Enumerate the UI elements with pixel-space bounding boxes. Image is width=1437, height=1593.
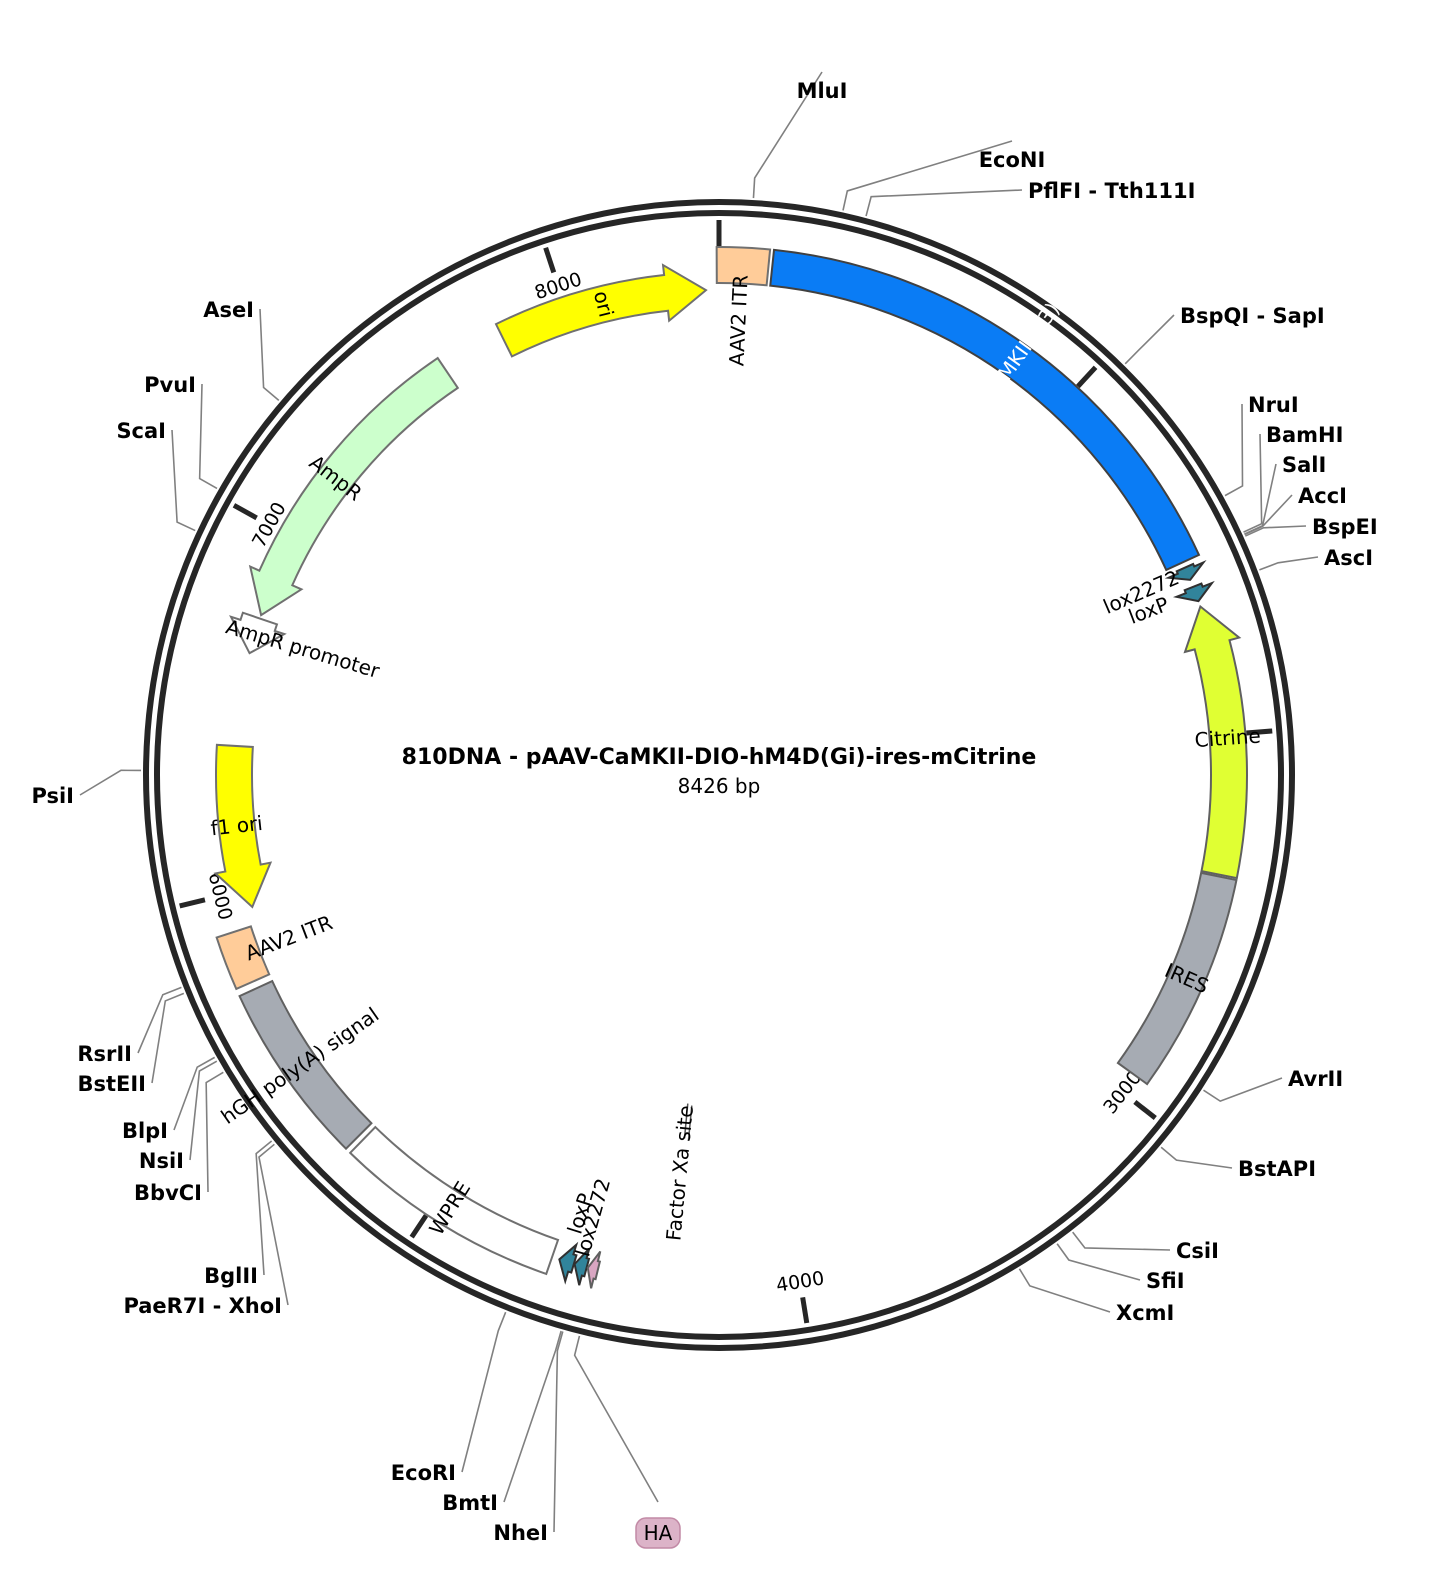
site-label-mlui[interactable]: MluI	[797, 79, 848, 103]
tick-mark	[409, 1214, 429, 1239]
site-leader-nrui	[1224, 403, 1244, 497]
feature-lox2272[interactable]	[573, 1247, 591, 1286]
feature-hgh-poly-a-signal[interactable]	[238, 979, 373, 1151]
site-leader-asci	[1259, 556, 1319, 571]
feature-loxp[interactable]	[558, 1241, 579, 1285]
site-label-bmti[interactable]: BmtI	[442, 1491, 498, 1515]
site-leader-econi	[842, 140, 1013, 211]
site-leader-acci	[1244, 494, 1293, 536]
site-leader-nhei	[553, 1331, 564, 1533]
feature-ampr[interactable]	[248, 356, 460, 617]
site-leader-bglii	[255, 1140, 273, 1276]
site-label-csii[interactable]: CsiI	[1176, 1239, 1219, 1263]
site-leader-bmti	[503, 1330, 562, 1503]
ha-tag-label: HA	[644, 1521, 673, 1545]
site-label-nrui[interactable]: NruI	[1248, 393, 1299, 417]
factor-xa-mark	[683, 1103, 689, 1139]
site-label-bspei[interactable]: BspEI	[1312, 515, 1378, 539]
feature-ha[interactable]	[586, 1250, 602, 1289]
plasmid-length: 8426 bp	[678, 774, 761, 798]
features	[213, 246, 1248, 1289]
feature-label: AAV2 ITR	[242, 910, 336, 965]
backbone-ring	[143, 199, 1295, 1351]
ha-tag-badge[interactable]	[635, 1517, 681, 1549]
site-leader-bamhi	[1243, 433, 1263, 533]
site-label-asei[interactable]: AseI	[203, 298, 254, 322]
tick-mark	[543, 246, 557, 274]
site-leader-rsrii	[137, 986, 182, 1054]
plasmid-title: 810DNA - pAAV-CaMKII-DIO-hM4D(Gi)-ires-m…	[402, 745, 1037, 770]
site-leader-psii	[79, 769, 142, 796]
site-leader-scai	[171, 429, 196, 532]
site-leader-bbvci	[205, 1071, 224, 1193]
site-label-blpi[interactable]: BlpI	[122, 1119, 168, 1143]
factor-xa-mark	[687, 1105, 693, 1141]
site-label-psii[interactable]: PsiI	[31, 784, 74, 808]
site-label-bglii[interactable]: BglII	[204, 1264, 258, 1288]
tick-marks: 10002000300040005000600070008000	[179, 220, 1273, 1324]
tick-mark	[1076, 365, 1098, 389]
factor-xa-label: Factor Xa site	[661, 1104, 698, 1242]
site-leader-mlui	[752, 71, 823, 199]
tick-mark	[1246, 728, 1273, 736]
feature-aav2-itr[interactable]	[215, 925, 271, 991]
site-leader-asei	[259, 308, 280, 402]
site-leader-bstapi	[1160, 1146, 1233, 1169]
feature-citrine[interactable]	[1183, 604, 1248, 880]
site-leader-pflfi-tth111i	[865, 189, 1023, 217]
site-label-nsii[interactable]: NsiI	[139, 1149, 184, 1173]
tick-mark	[800, 1296, 810, 1324]
site-label-ecori[interactable]: EcoRI	[391, 1461, 456, 1485]
site-leader-blpi	[173, 1056, 216, 1131]
feature-ires[interactable]	[1116, 871, 1238, 1086]
site-label-rsrii[interactable]: RsrII	[77, 1042, 132, 1066]
feature-aav2-itr[interactable]	[715, 246, 772, 287]
site-label-pflfi-tth111i[interactable]: PflFI - Tth111I	[1028, 179, 1195, 203]
feature-label: f1 ori	[209, 811, 263, 840]
tick-mark	[1133, 1099, 1157, 1120]
feature-lox2272[interactable]	[1164, 559, 1207, 581]
feature-loxp[interactable]	[1172, 580, 1215, 603]
site-leader-pvui	[198, 383, 218, 490]
feature-label: AAV2 ITR	[724, 274, 752, 367]
site-leader-nsii	[189, 1060, 218, 1161]
feature-ori[interactable]	[494, 263, 708, 358]
site-leader-xcmi	[1018, 1268, 1111, 1313]
site-label-bamhi[interactable]: BamHI	[1266, 423, 1343, 447]
tick-label: 4000	[775, 1267, 826, 1296]
site-leader-avrii	[1203, 1077, 1283, 1103]
site-label-paer7i-xhoi[interactable]: PaeR7I - XhoI	[123, 1294, 282, 1318]
site-label-acci[interactable]: AccI	[1298, 484, 1347, 508]
site-leader-ecori	[461, 1311, 507, 1473]
site-label-sfii[interactable]: SfiI	[1146, 1269, 1185, 1293]
site-label-avrii[interactable]: AvrII	[1288, 1067, 1343, 1091]
tick-mark	[232, 503, 258, 521]
site-label-econi[interactable]: EcoNI	[979, 148, 1046, 172]
feature-f1-ori[interactable]	[213, 743, 273, 909]
site-leader-bspei	[1244, 525, 1307, 537]
site-label-bsteii[interactable]: BstEII	[77, 1072, 146, 1096]
feature-a-camkii-1-3[interactable]	[769, 248, 1201, 572]
site-label-sali[interactable]: SalI	[1282, 453, 1326, 477]
site-label-nhei[interactable]: NheI	[493, 1521, 548, 1545]
site-label-bspqi-sapi[interactable]: BspQI - SapI	[1180, 304, 1325, 328]
restriction-sites: MluI EcoNI PflFI - Tth111I BspQI - SapI NruI…	[31, 71, 1378, 1549]
site-leader-ha	[573, 1335, 659, 1503]
tick-mark	[179, 897, 206, 909]
site-label-bstapi[interactable]: BstAPI	[1238, 1157, 1316, 1181]
feature-ampr-promoter[interactable]	[229, 611, 287, 655]
feature-wpre[interactable]	[348, 1125, 560, 1276]
feature-label: Citrine	[1194, 723, 1262, 752]
site-label-xcmi[interactable]: XcmI	[1116, 1301, 1174, 1325]
site-label-scai[interactable]: ScaI	[116, 419, 166, 443]
site-leader-bspqi-sapi	[1124, 314, 1175, 365]
site-label-bbvci[interactable]: BbvCI	[134, 1181, 202, 1205]
site-leader-bsteii	[151, 992, 185, 1084]
site-label-pvui[interactable]: PvuI	[144, 373, 196, 397]
site-leader-paer7i-xhoi	[258, 1143, 289, 1306]
site-leader-csii	[1072, 1231, 1171, 1251]
site-leader-sfii	[1056, 1243, 1141, 1281]
site-label-asci[interactable]: AscI	[1324, 546, 1373, 570]
